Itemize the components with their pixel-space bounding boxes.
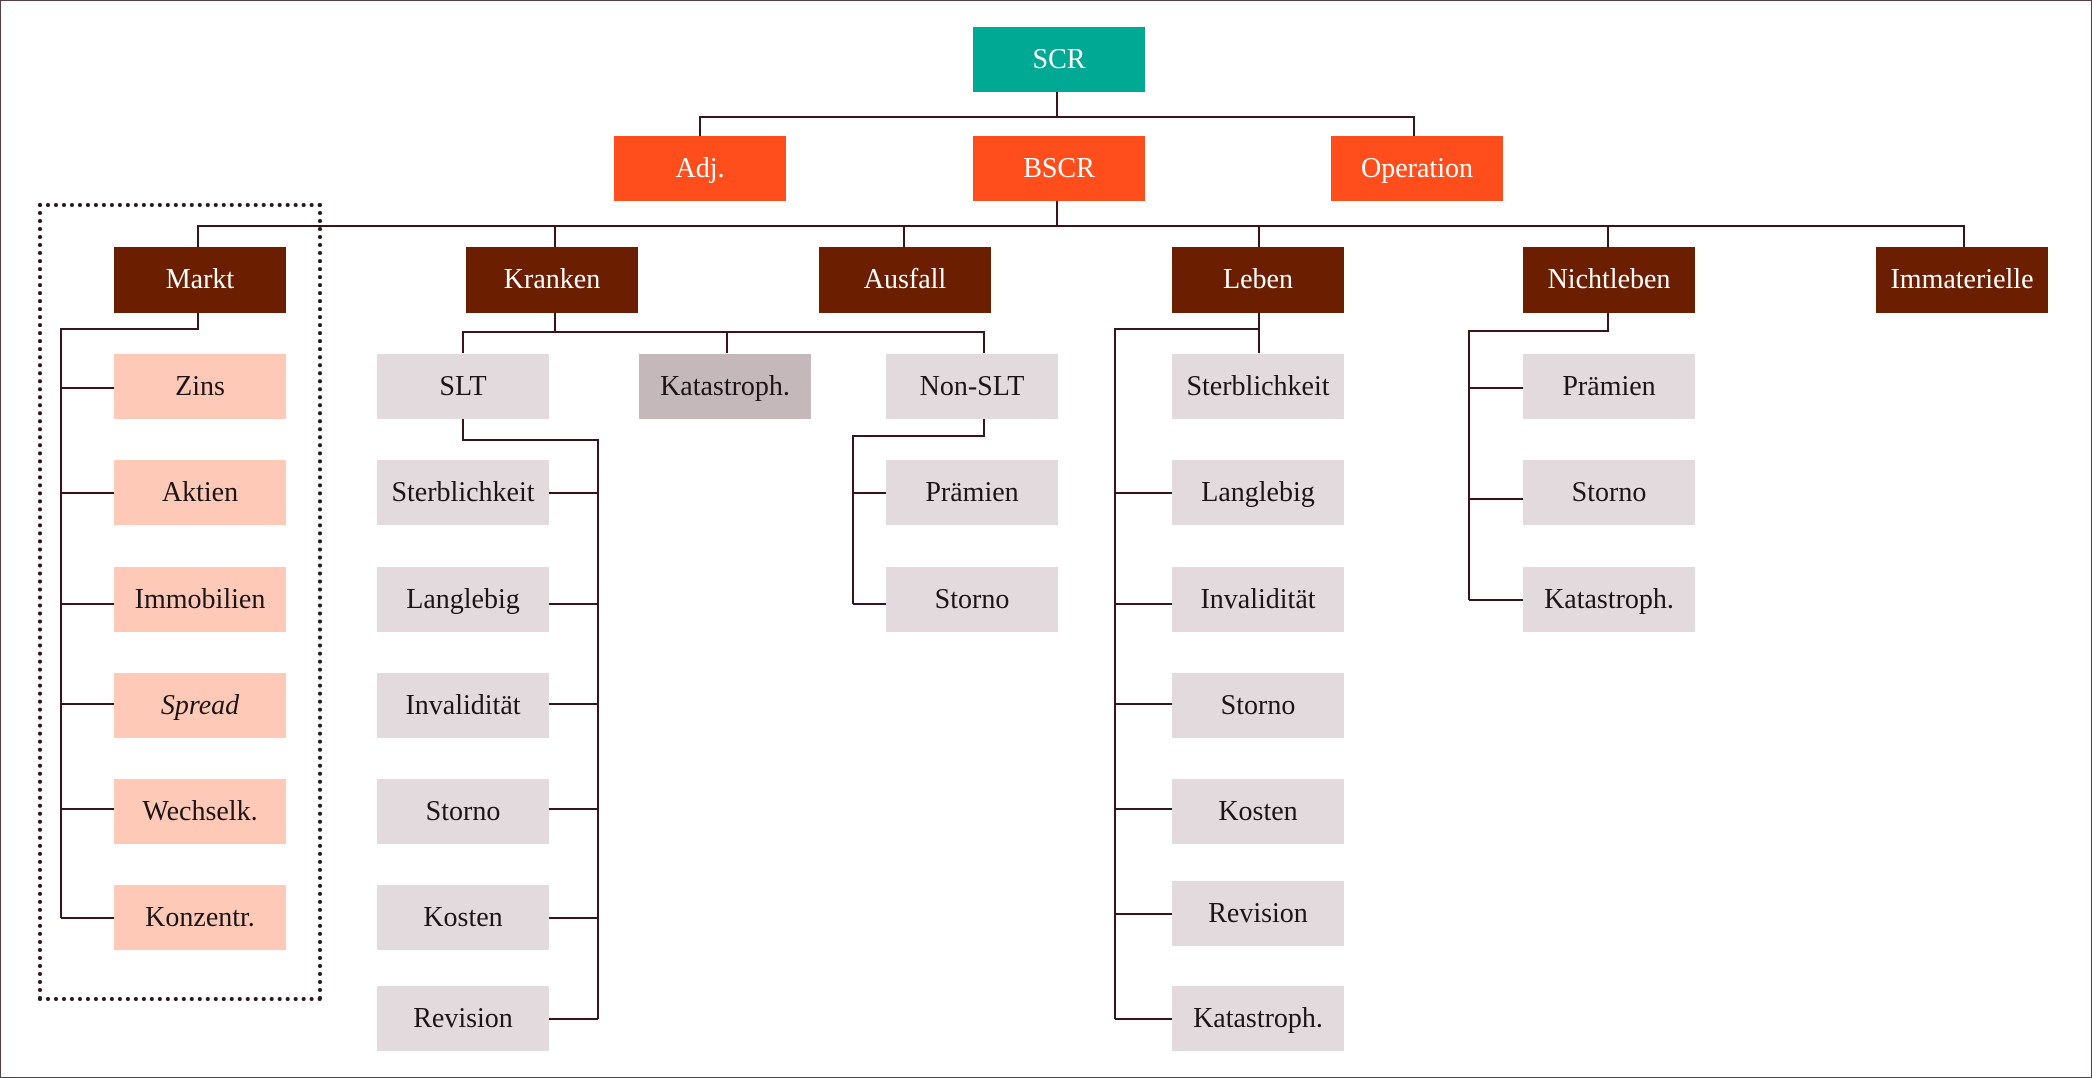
node-bscr: BSCR — [973, 136, 1145, 201]
connector-leben-children — [1114, 313, 1260, 1020]
node-kranken-slt: SLT — [377, 354, 549, 419]
node-scr: SCR — [973, 27, 1145, 92]
node-nichtleben-katastroph: Katastroph. — [1523, 567, 1695, 632]
node-nichtleben: Nichtleben — [1523, 247, 1695, 313]
node-leben-kosten: Kosten — [1172, 779, 1344, 844]
node-nichtleben-storno: Storno — [1523, 460, 1695, 525]
node-slt-revision: Revision — [377, 986, 549, 1051]
node-nichtleben-praemien: Prämien — [1523, 354, 1695, 419]
node-leben-sterblichkeit: Sterblichkeit — [1172, 354, 1344, 419]
node-markt-aktien: Aktien — [114, 460, 286, 525]
node-markt: Markt — [114, 247, 286, 313]
node-nonslt-storno: Storno — [886, 567, 1058, 632]
node-operation: Operation — [1331, 136, 1503, 201]
node-kranken: Kranken — [466, 247, 638, 313]
node-slt-storno: Storno — [377, 779, 549, 844]
node-markt-immobilien: Immobilien — [114, 567, 286, 632]
node-kranken-non-slt: Non-SLT — [886, 354, 1058, 419]
node-leben-katastroph: Katastroph. — [1172, 986, 1344, 1051]
connector-scr-children — [699, 91, 1415, 137]
node-slt-kosten: Kosten — [377, 885, 549, 950]
node-slt-sterblichkeit: Sterblichkeit — [377, 460, 549, 525]
node-kranken-katastroph: Katastroph. — [639, 354, 811, 419]
connector-bscr-children — [197, 201, 1965, 247]
connector-markt-children — [60, 313, 199, 919]
connector-nichtleben-children — [1468, 313, 1609, 601]
node-leben-storno: Storno — [1172, 673, 1344, 738]
connector-kranken-children — [462, 313, 985, 353]
node-ausfall: Ausfall — [819, 247, 991, 313]
node-markt-wechselk: Wechselk. — [114, 779, 286, 844]
connector-slt-children — [462, 419, 599, 1020]
node-slt-invaliditaet: Invalidität — [377, 673, 549, 738]
node-markt-zins: Zins — [114, 354, 286, 419]
node-leben-revision: Revision — [1172, 881, 1344, 946]
node-immaterielle: Immaterielle — [1876, 247, 2048, 313]
markt-highlight-box — [38, 203, 322, 1001]
node-adj: Adj. — [614, 136, 786, 201]
node-leben-langlebig: Langlebig — [1172, 460, 1344, 525]
node-leben: Leben — [1172, 247, 1344, 313]
node-markt-spread: Spread — [114, 673, 286, 738]
node-markt-konzentr: Konzentr. — [114, 885, 286, 950]
node-nonslt-praemien: Prämien — [886, 460, 1058, 525]
node-slt-langlebig: Langlebig — [377, 567, 549, 632]
connector-nonslt-children — [852, 419, 985, 605]
node-leben-invaliditaet: Invalidität — [1172, 567, 1344, 632]
